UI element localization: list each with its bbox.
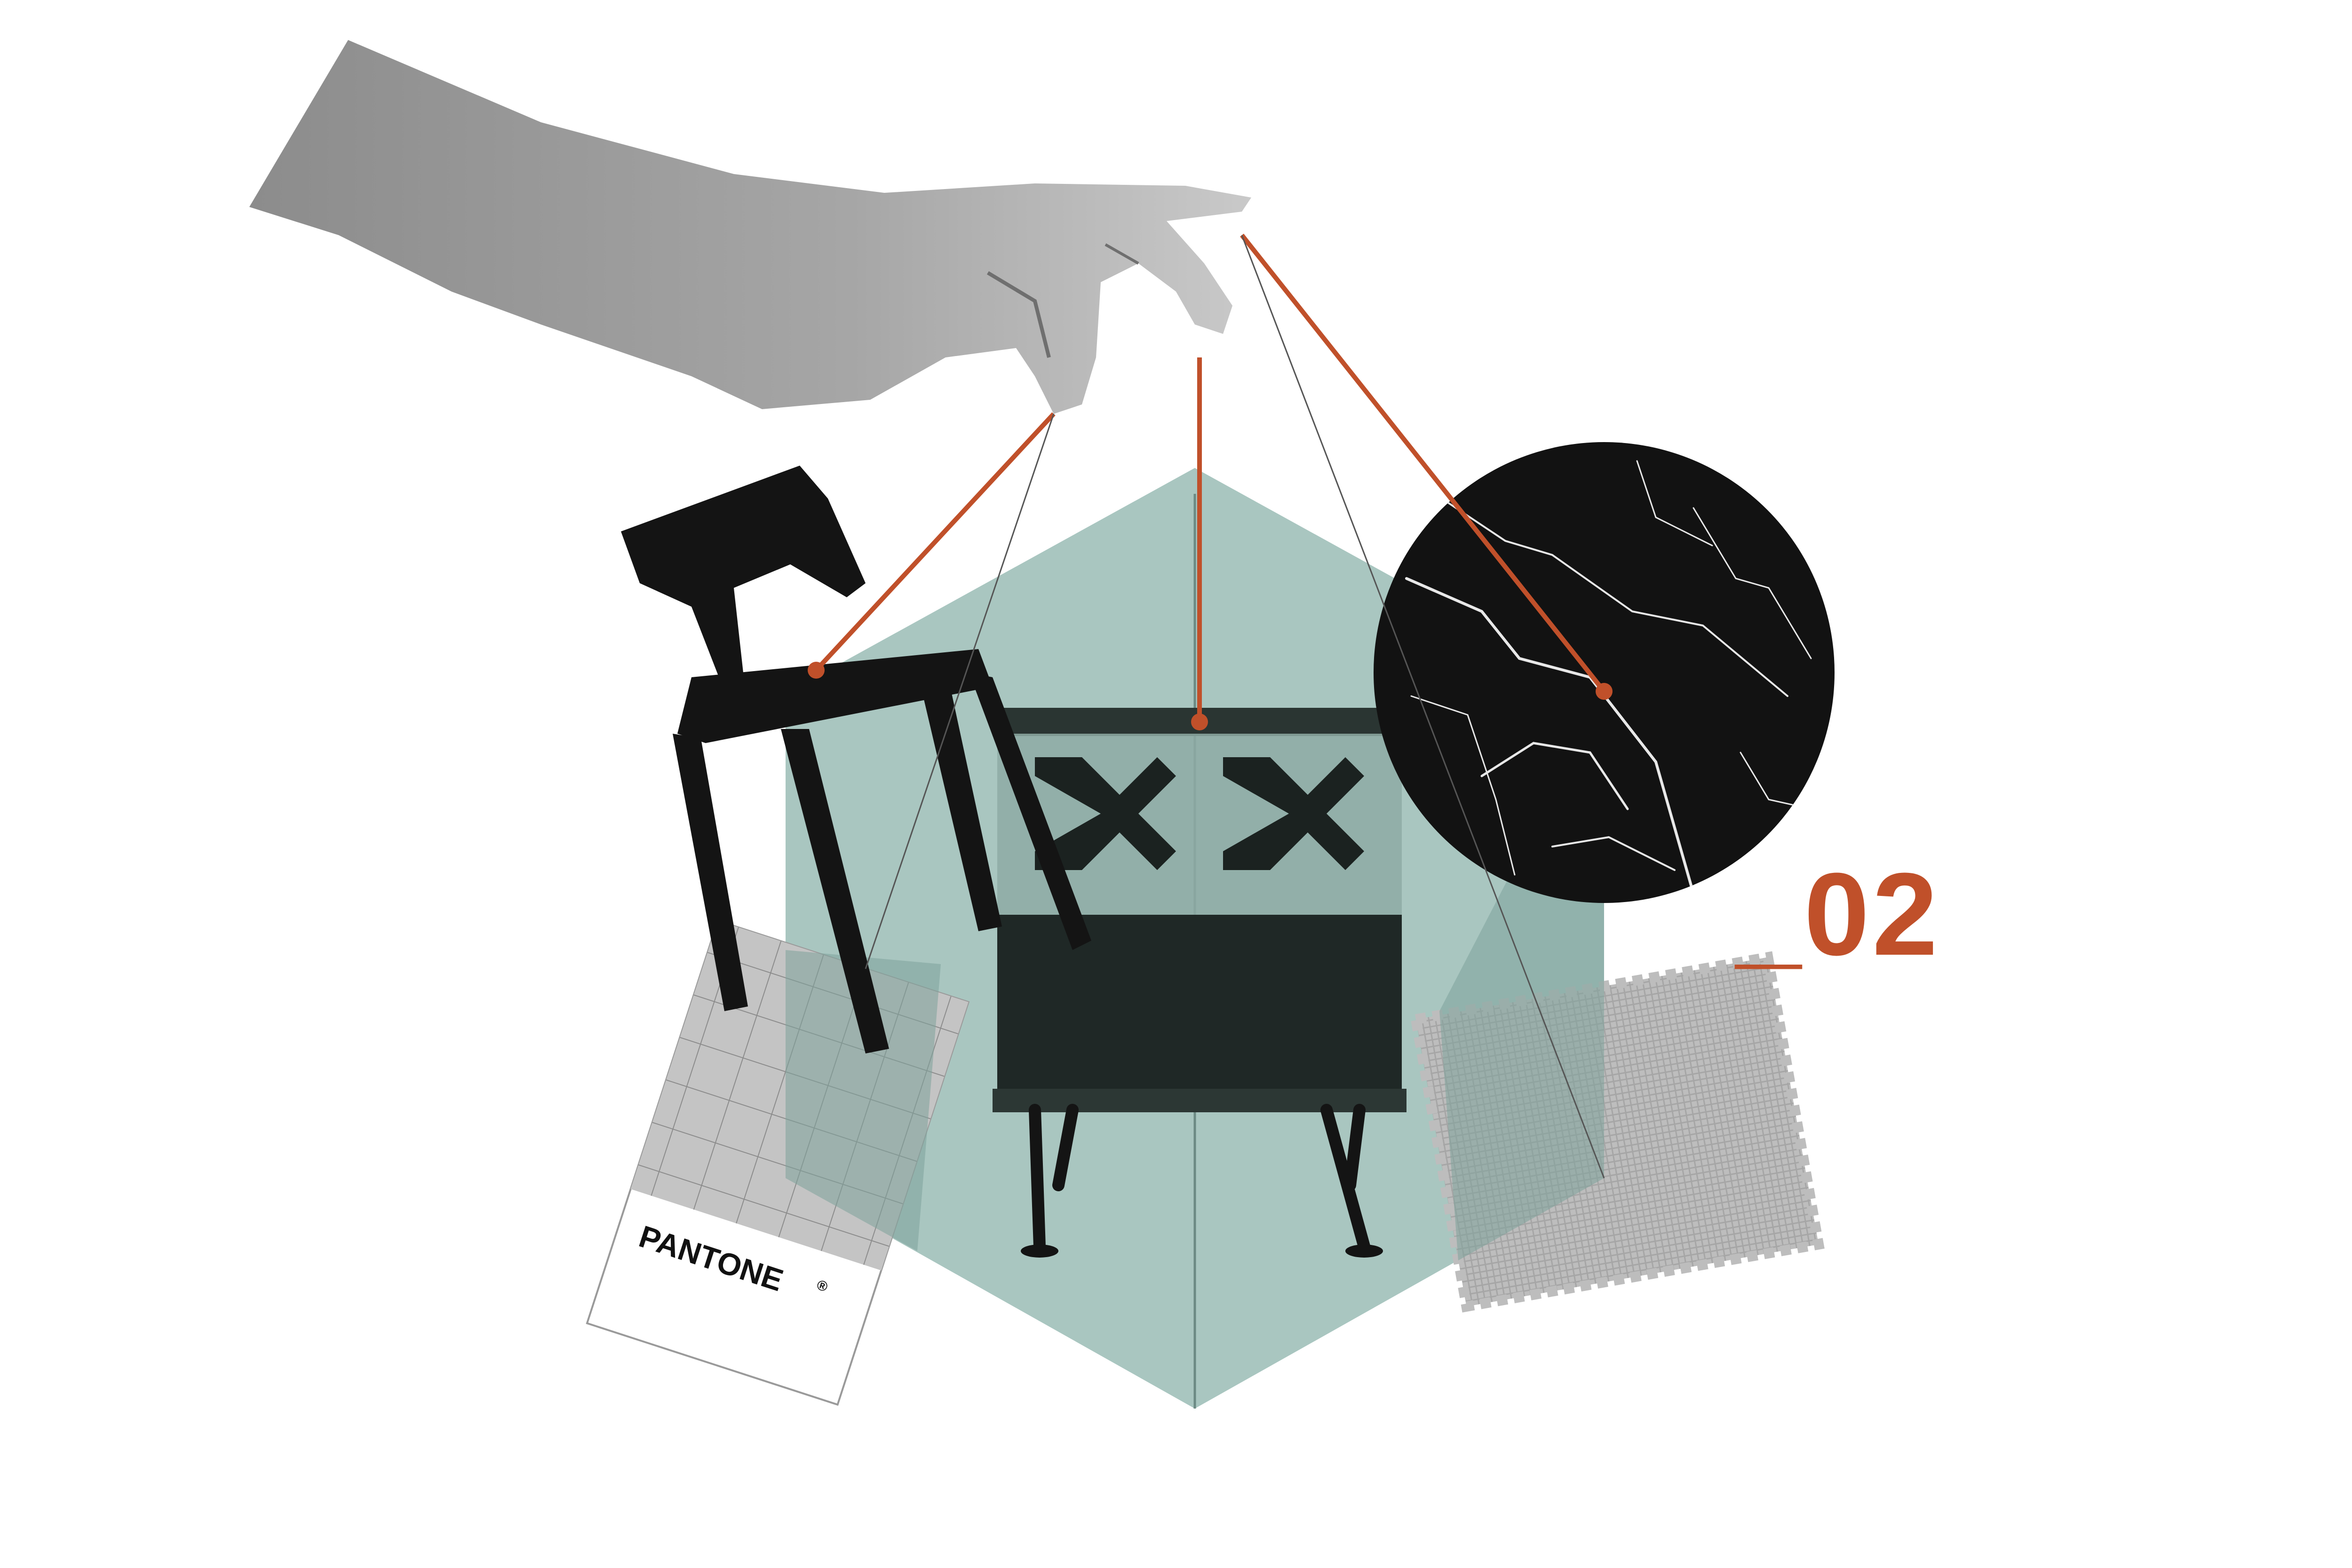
hand-illustration	[249, 40, 1251, 414]
lattice-pattern	[1035, 757, 1364, 870]
section-number-label: _02	[1736, 848, 1941, 980]
chair	[621, 466, 1091, 1053]
marble-disc	[1374, 442, 1835, 903]
suspension-strings	[808, 233, 1613, 1179]
hexagon-overlay-left	[786, 950, 941, 1251]
nightstand	[993, 708, 1406, 1258]
